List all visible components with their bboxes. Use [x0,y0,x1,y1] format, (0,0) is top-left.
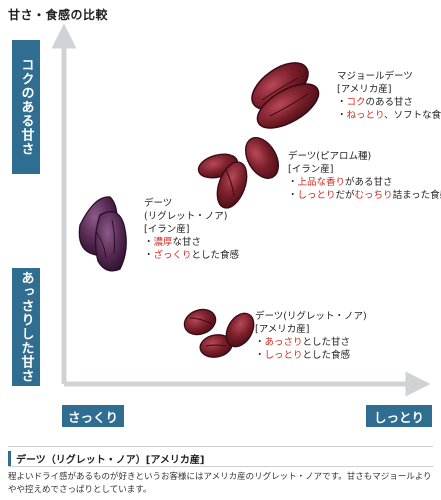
item-name: マジョールデーツ [337,71,413,82]
y-axis-top-label: コクのある甘さ [12,40,40,174]
piarom-dates-image [197,137,280,209]
item-bullet: ・あっさりとした甘さ [255,337,351,348]
iran-reglet-noor-dates-image [78,196,127,272]
item-piarom-label: デーツ(ピアロム種) [イラン産] ・上品な香りがある甘さ ・しっとりだがむっち… [288,150,441,202]
item-bullet: ・コクのある甘さ [337,97,414,108]
america-reglet-noor-dates-image [183,308,255,358]
item-america-reglet-label: デーツ(リグレット・ノア) [アメリカ産] ・あっさりとした甘さ ・しっとりとし… [255,310,367,362]
item-origin: [イラン産] [288,164,334,175]
item-bullet: ・ねっとり、ソフトな食感 [337,110,441,121]
item-iran-reglet-label: デーツ (リグレット・ノア) [イラン産] ・濃厚な甘さ ・ざっくりとした食感 [144,197,239,262]
item-name: デーツ [144,198,173,209]
item-origin: [アメリカ産] [337,84,392,95]
item-name: デーツ(リグレット・ノア) [255,311,367,322]
item-bullet: ・しっとりとした食感 [255,350,351,361]
bottom-description: 程よいドライ感があるものが好きというお客様にはアメリカ産のリグレット・ノアです。… [8,472,432,495]
item-bullet: ・しっとりだがむっちり詰まった食感 [288,190,441,201]
divider [8,466,433,467]
item-bullet: ・ざっくりとした食感 [144,250,240,261]
item-country: [イラン産] [144,224,190,235]
x-axis-right-label: しっとり [366,405,432,427]
item-bullet: ・濃厚な甘さ [144,237,202,248]
bottom-heading: デーツ（リグレット・ノア）[アメリカ産] [8,451,204,466]
page-title: 甘さ・食感の比較 [8,8,109,22]
item-bullet: ・上品な香りがある甘さ [288,177,393,188]
item-medjool-label: マジョールデーツ [アメリカ産] ・コクのある甘さ ・ねっとり、ソフトな食感 [337,70,441,122]
x-axis-left-label: さっくり [62,405,124,427]
medjool-dates-image [251,62,320,129]
item-name: デーツ(ピアロム種) [288,151,372,162]
y-axis-bottom-label: あっさりした甘さ [12,268,40,386]
item-origin: (リグレット・ノア) [144,211,228,222]
item-origin: [アメリカ産] [255,324,310,335]
divider [8,446,433,447]
